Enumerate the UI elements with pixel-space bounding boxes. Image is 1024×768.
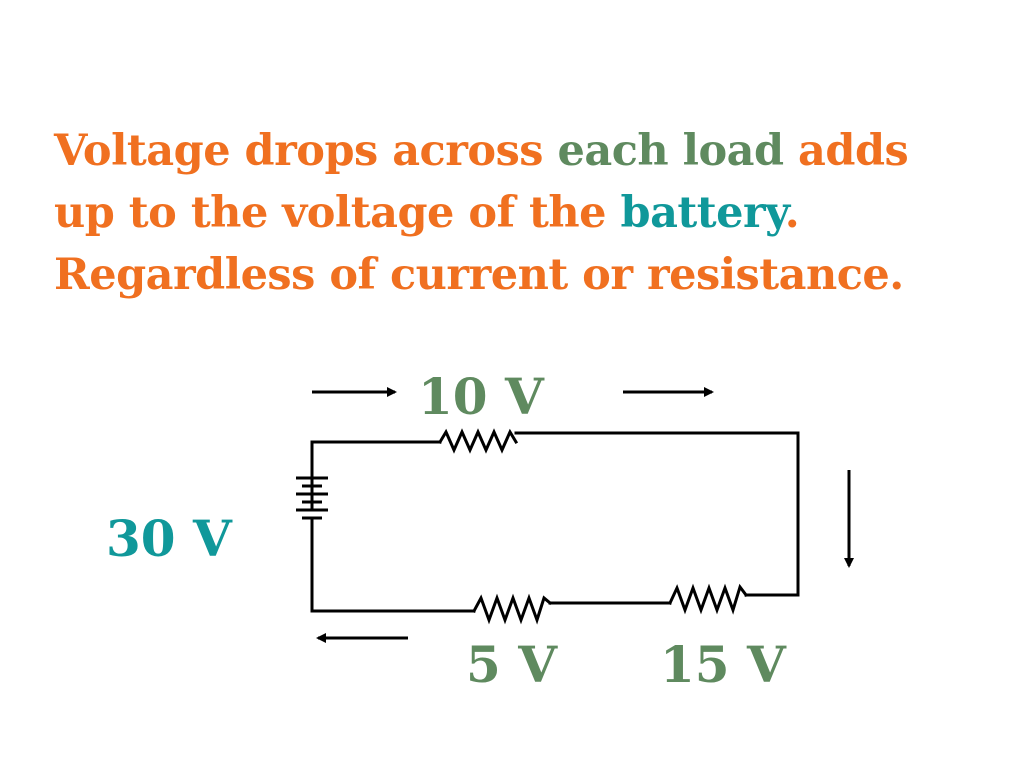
wire-top-left <box>310 440 442 512</box>
battery-icon <box>296 466 328 520</box>
voltage-label-battery: 30 V <box>106 509 232 568</box>
title-highlight-each-load: each load <box>557 126 784 176</box>
voltage-label-bottom-right-resistor: 15 V <box>660 635 786 694</box>
resistor-bottom-right <box>668 583 749 615</box>
title-line-3: Regardless of current or resistance. <box>54 250 904 300</box>
voltage-label-bottom-left-resistor: 5 V <box>466 635 557 694</box>
wire-top-right <box>514 431 800 597</box>
resistor-bottom-left <box>471 593 553 625</box>
resistor-top <box>437 428 519 454</box>
title-line-1: Voltage drops across each load adds <box>54 120 1014 182</box>
title-line-2: up to the voltage of the battery. <box>54 182 1014 244</box>
title-text: adds <box>783 126 909 176</box>
title-text: Voltage drops across <box>54 126 558 176</box>
title-text: up to the voltage of the <box>54 188 621 238</box>
title-text: . <box>784 188 800 238</box>
voltage-label-top-resistor: 10 V <box>418 367 544 426</box>
title-highlight-battery: battery <box>620 188 786 238</box>
slide-title: Voltage drops across each load adds up t… <box>54 120 1014 306</box>
wire-bottom-left <box>310 516 476 613</box>
